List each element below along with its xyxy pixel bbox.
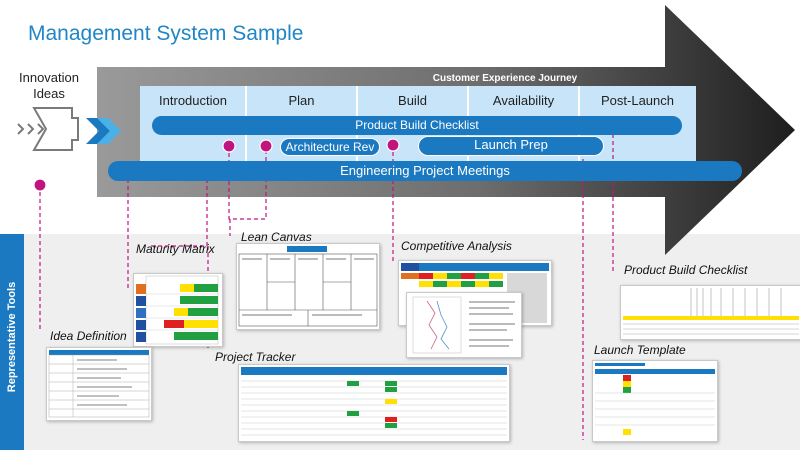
engineering-meetings-bar: Engineering Project Meetings bbox=[108, 161, 742, 181]
launch-prep-bar: Launch Prep bbox=[418, 136, 604, 156]
tool-label-lean-canvas: Lean Canvas bbox=[241, 230, 312, 244]
stage-plan: Plan bbox=[288, 93, 315, 108]
tool-label-project-tracker: Project Tracker bbox=[215, 350, 296, 364]
tool-label-product-build-checklist: Product Build Checklist bbox=[624, 263, 748, 277]
stage-availability: Availability bbox=[492, 93, 555, 108]
maturity-matrix-thumbnail bbox=[133, 273, 223, 347]
funnel-icon bbox=[32, 107, 79, 151]
journey-title: Customer Experience Journey bbox=[432, 73, 578, 84]
architecture-rev-bar: Architecture Rev bbox=[280, 138, 380, 156]
stage-introduction: Introduction bbox=[159, 93, 227, 108]
project-tracker-thumbnail bbox=[238, 364, 510, 442]
tools-side-band bbox=[0, 234, 24, 450]
blue-chevron-icon-2 bbox=[97, 118, 121, 144]
launch-template-thumbnail bbox=[592, 360, 718, 442]
blue-chevron-icon bbox=[86, 118, 110, 144]
idea-definition-thumbnail bbox=[46, 347, 152, 421]
page-title: Management System Sample bbox=[28, 22, 304, 45]
input-chevrons-icon bbox=[17, 123, 45, 135]
stage-post-launch: Post-Launch bbox=[601, 93, 674, 108]
product-build-checklist-thumbnail bbox=[620, 285, 800, 340]
tool-label-competitive-analysis: Competitive Analysis bbox=[401, 239, 512, 253]
lean-canvas-thumbnail bbox=[236, 243, 380, 330]
representative-tools-label: Representative Tools bbox=[6, 281, 18, 393]
competitive-analysis-chart-thumbnail bbox=[406, 292, 522, 358]
product-build-checklist-bar: Product Build Checklist bbox=[152, 116, 682, 135]
tool-label-maturity-matrix: Maturity Matrix bbox=[136, 242, 215, 256]
connector-lines bbox=[39, 127, 614, 440]
tool-label-idea-definition: Idea Definition bbox=[50, 329, 127, 343]
tool-label-launch-template: Launch Template bbox=[594, 343, 686, 357]
innovation-ideas-label: Innovation Ideas bbox=[19, 70, 79, 101]
stage-build: Build bbox=[398, 93, 427, 108]
